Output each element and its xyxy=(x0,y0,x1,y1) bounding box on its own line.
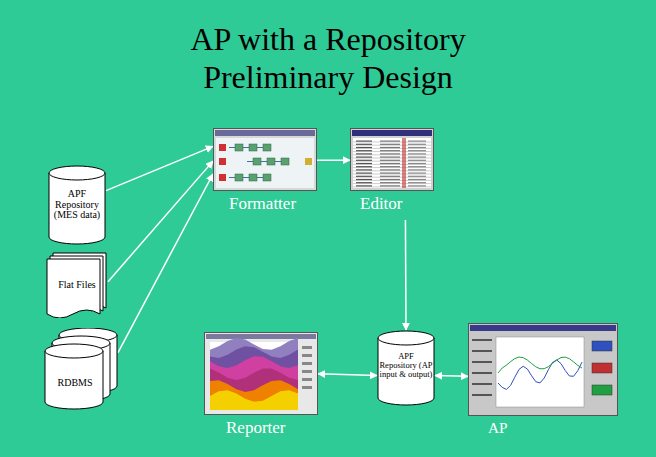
flow-arrow xyxy=(405,220,407,330)
rdbms-cylinders: RDBMS xyxy=(44,328,118,410)
slide-title: AP with a Repository Preliminary Design xyxy=(173,20,483,97)
flow-arrow xyxy=(318,374,377,376)
formatter-window-drawing xyxy=(213,128,317,191)
database-cylinder: APF Repository (AP input & output) xyxy=(377,330,435,406)
shape-label: APF Repository (AP input & output) xyxy=(379,352,433,379)
reporter-window-drawing xyxy=(204,332,318,415)
window-caption: Formatter xyxy=(229,195,296,214)
database-cylinder: APF Repository (MES data) xyxy=(48,165,106,245)
flow-arrow xyxy=(435,375,468,377)
shape-label: Flat Files xyxy=(48,280,106,291)
window-caption: Editor xyxy=(360,195,403,214)
window-caption: Reporter xyxy=(226,419,285,438)
flow-arrow xyxy=(108,161,213,282)
window-caption: AP xyxy=(488,420,508,437)
reporter-window: Reporter xyxy=(204,332,318,442)
ap-window: AP xyxy=(468,323,618,439)
editor-window: Editor xyxy=(350,128,434,220)
flow-arrow xyxy=(106,146,213,190)
editor-window-drawing xyxy=(350,128,434,191)
flow-arrow xyxy=(317,159,350,161)
shape-label: APF Repository (MES data) xyxy=(50,189,104,221)
ap-window-drawing xyxy=(468,323,618,416)
rdbms-cylinders-drawing xyxy=(44,328,118,410)
formatter-window: Formatter xyxy=(213,128,317,220)
shape-label: RDBMS xyxy=(46,378,104,389)
flat-files-stack: Flat Files xyxy=(46,252,108,318)
flow-arrow xyxy=(118,174,213,353)
